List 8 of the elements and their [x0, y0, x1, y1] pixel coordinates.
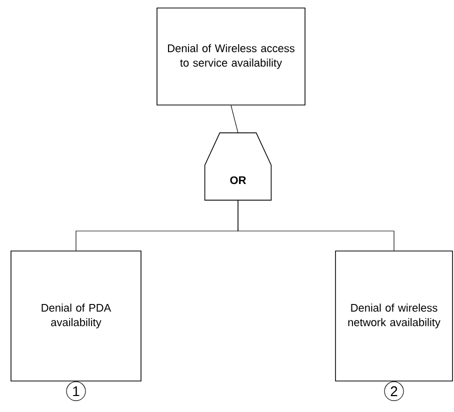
callout-number: 1 [66, 381, 86, 401]
or-gate: OR [204, 132, 272, 201]
connector-line [230, 105, 238, 134]
event-box: Denial of Wireless access to service availability [156, 8, 306, 106]
event-box: Denial of PDA availability [10, 250, 142, 382]
event-box: Denial of wireless network availability [335, 250, 453, 382]
connector-line [238, 200, 394, 251]
callout-number: 2 [384, 381, 404, 401]
